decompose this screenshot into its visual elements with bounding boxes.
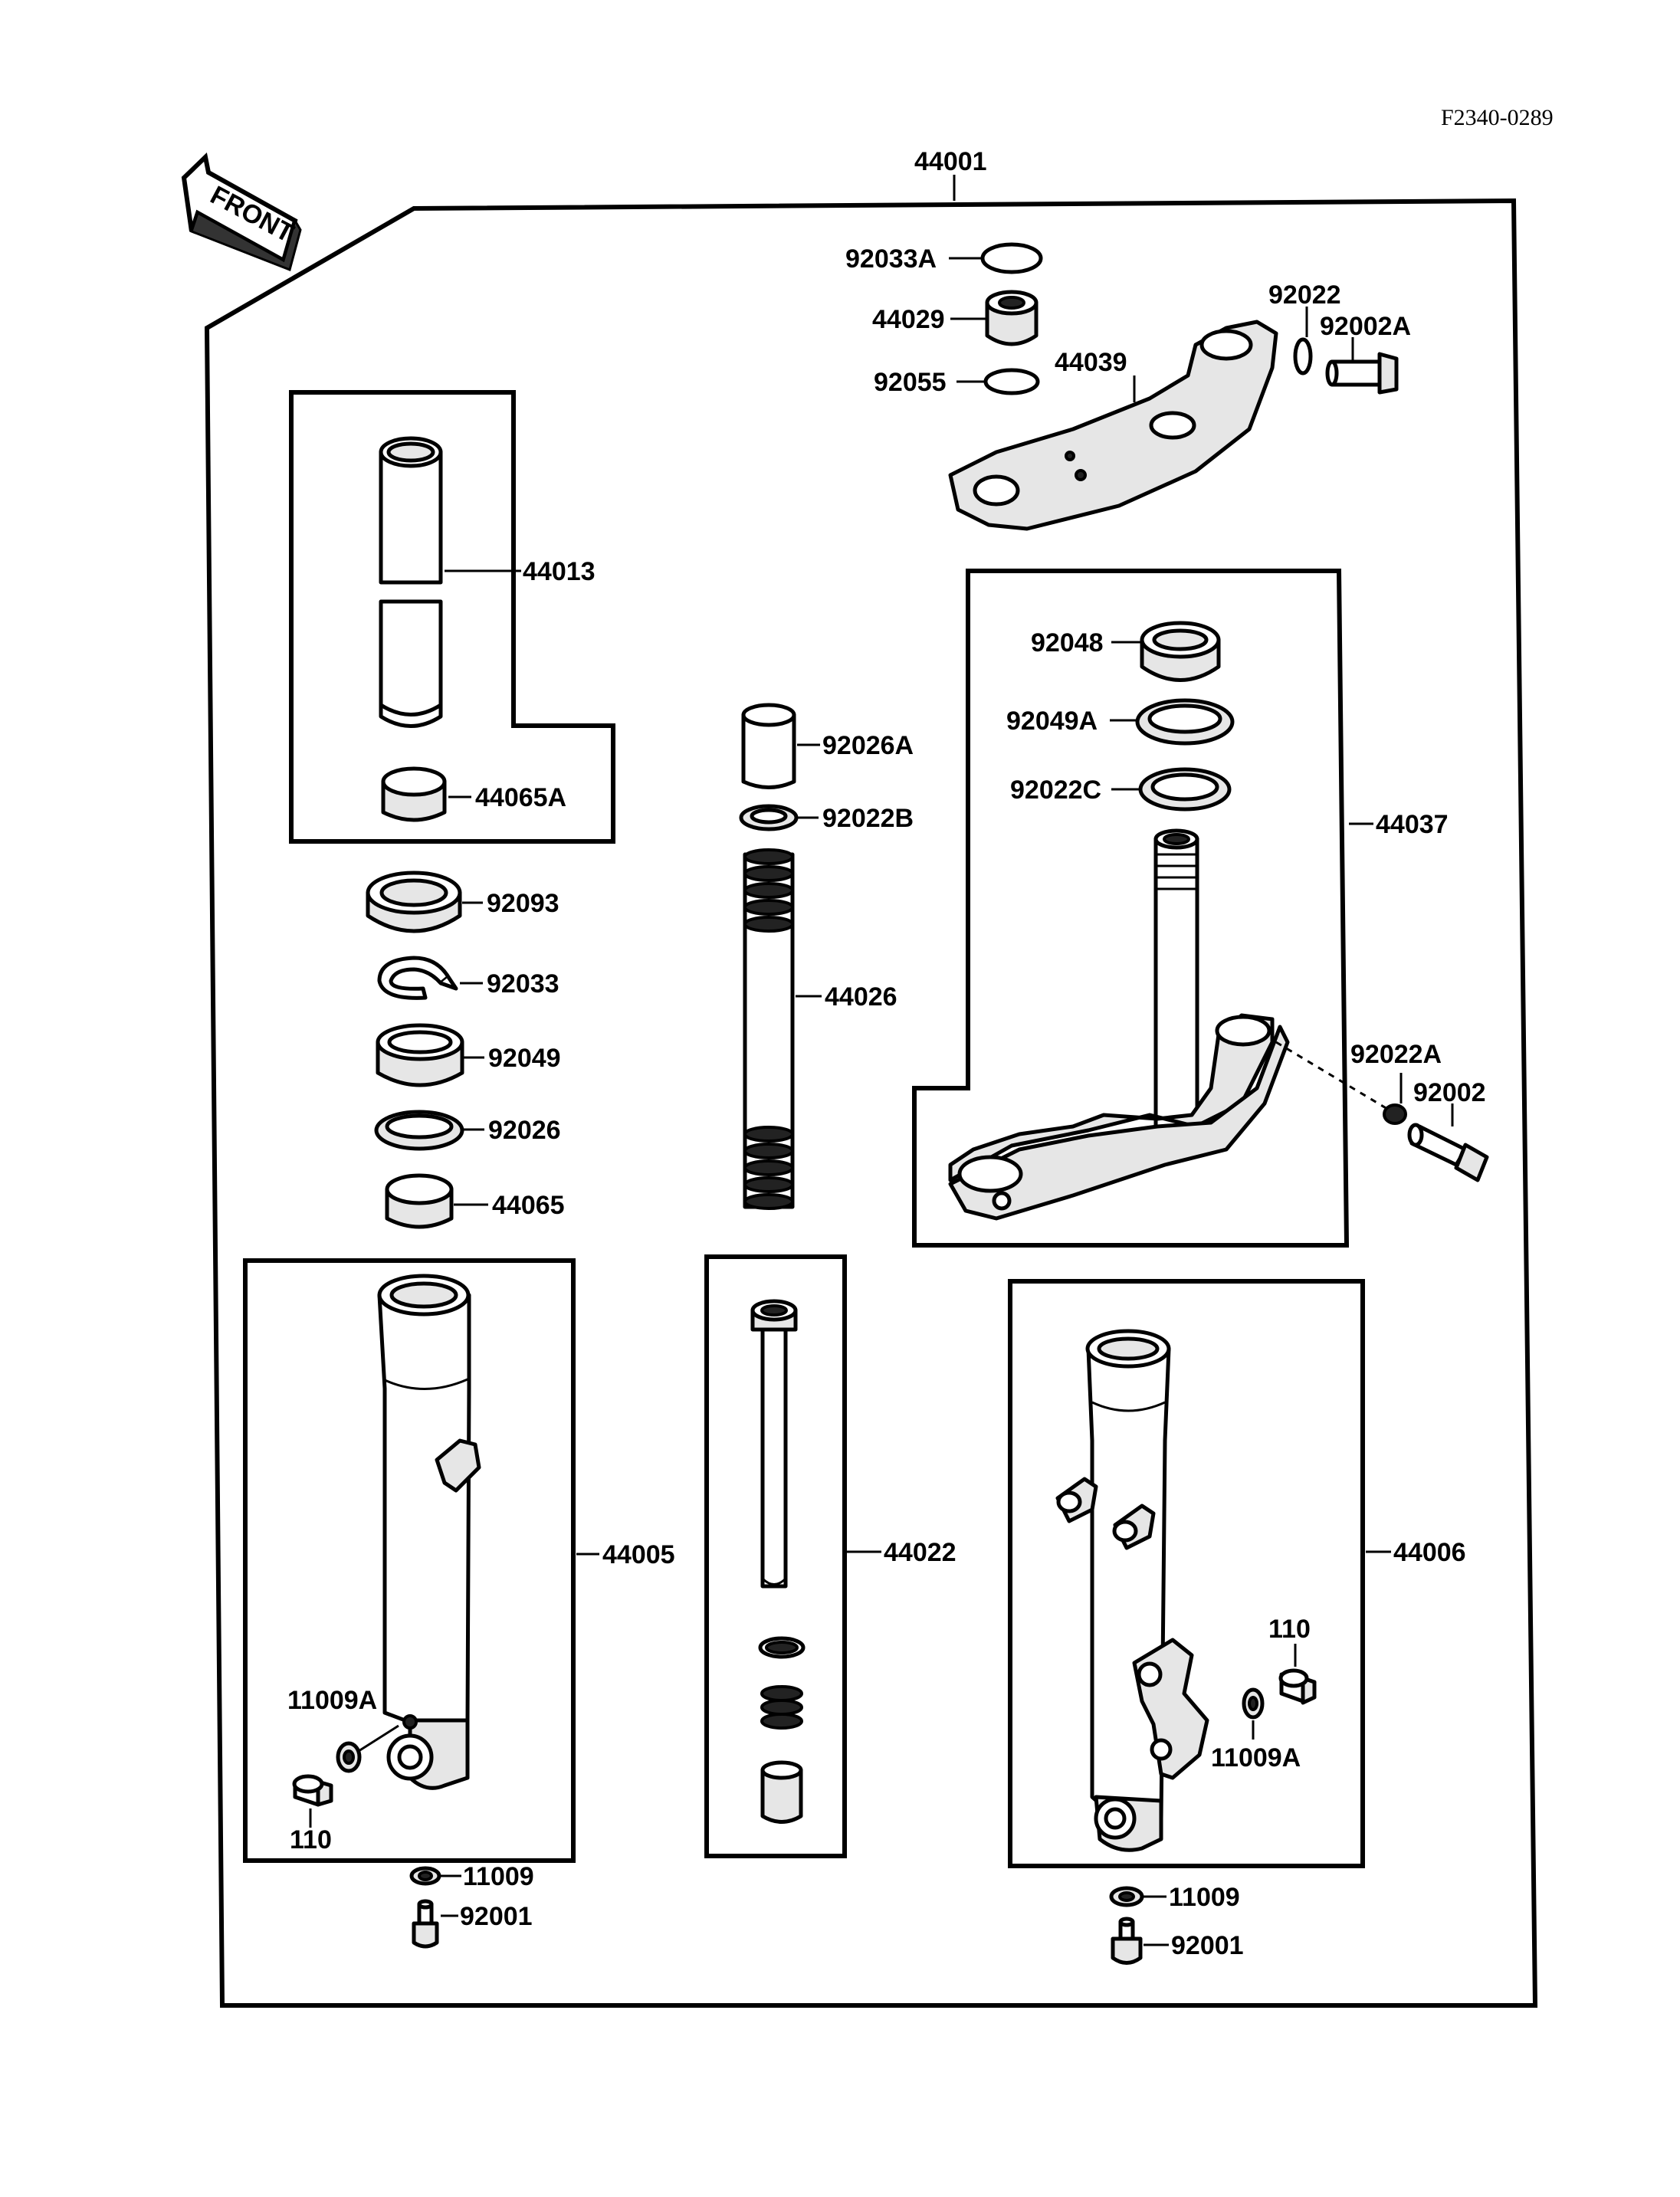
label-92022b: 92022B (822, 804, 914, 833)
dust-seal-92093 (366, 871, 462, 933)
seal-92049a (1135, 698, 1235, 746)
label-44029: 44029 (872, 305, 945, 334)
inner-tube-44013 (379, 436, 443, 728)
bolt-92002a (1325, 352, 1399, 395)
washer-92022b (739, 804, 799, 831)
label-110-left: 110 (290, 1825, 332, 1854)
label-44026: 44026 (825, 982, 897, 1012)
bolt-92001-left (412, 1899, 439, 1949)
washer-11009a-right (1242, 1687, 1265, 1720)
outer-frame-label-group: 44001 (914, 147, 987, 201)
oil-seal-92049 (376, 1023, 464, 1087)
damper-rod-44022 (750, 1299, 806, 1824)
outer-tube-44005 (377, 1274, 481, 1790)
cap-92048 (1140, 621, 1221, 682)
label-92026: 92026 (488, 1116, 561, 1145)
washer-92022c (1138, 767, 1232, 812)
label-44013: 44013 (523, 557, 596, 586)
outer-tube-44006 (1055, 1329, 1209, 1852)
label-92002a: 92002A (1320, 312, 1411, 341)
label-92049: 92049 (488, 1044, 561, 1073)
label-92001-left: 92001 (460, 1902, 533, 1931)
washer-11009-left (409, 1866, 441, 1886)
box-44037 (912, 569, 1350, 1248)
label-44065: 44065 (492, 1191, 565, 1220)
washer-11009-right (1109, 1886, 1144, 1907)
o-ring-92033a (980, 242, 1043, 274)
label-44001: 44001 (914, 147, 987, 176)
label-92049a: 92049A (1006, 707, 1098, 736)
diagram-code: F2340-0289 (1441, 105, 1554, 130)
label-92001-right: 92001 (1171, 1931, 1244, 1960)
washer-92022 (1293, 337, 1313, 375)
box-44005 (243, 1258, 576, 1863)
washer-92022a (1383, 1103, 1407, 1125)
label-11009-right: 11009 (1169, 1883, 1240, 1912)
label-92033: 92033 (487, 969, 559, 998)
label-92026a: 92026A (822, 731, 914, 760)
box-44013 (289, 390, 615, 844)
label-92022: 92022 (1268, 280, 1341, 310)
snap-ring-92033 (377, 956, 458, 1000)
label-92093: 92093 (487, 889, 559, 918)
label-110-right: 110 (1268, 1615, 1311, 1644)
label-92033a: 92033A (845, 244, 937, 274)
plug-110-right (1278, 1668, 1317, 1705)
label-44005: 44005 (602, 1540, 675, 1569)
spring-44026 (743, 848, 795, 1210)
bushing-44065 (385, 1173, 454, 1229)
bolt-92002 (1407, 1123, 1489, 1182)
label-11009a-right: 11009A (1211, 1743, 1301, 1772)
label-44065a: 44065A (475, 783, 566, 812)
cap-plug-44029 (985, 290, 1039, 346)
bolt-92001-right (1111, 1917, 1143, 1965)
label-44037: 44037 (1376, 810, 1449, 839)
box-44006 (1008, 1279, 1365, 1868)
label-92048: 92048 (1031, 628, 1104, 657)
outer-frame (204, 198, 1538, 2008)
upper-bracket-44039 (948, 320, 1278, 531)
bushing-44065a (381, 766, 447, 822)
label-92022a: 92022A (1350, 1040, 1442, 1069)
plug-110-left (292, 1774, 333, 1807)
label-92055: 92055 (874, 368, 947, 397)
label-92022c: 92022C (1010, 776, 1101, 805)
label-44039: 44039 (1055, 348, 1127, 377)
label-11009-left: 11009 (463, 1862, 534, 1891)
o-ring-92055 (983, 368, 1040, 395)
washer-11009a-left (336, 1741, 362, 1773)
label-44006: 44006 (1393, 1538, 1466, 1567)
box-44022 (704, 1254, 847, 1858)
front-arrow-icon: FRONT (181, 152, 302, 272)
washer-92026 (374, 1110, 464, 1151)
spacer-92026a (741, 703, 796, 789)
label-92002: 92002 (1413, 1078, 1486, 1107)
steering-stem-44037 (948, 828, 1290, 1221)
label-11009a-left: 11009A (287, 1686, 377, 1715)
label-44022: 44022 (884, 1538, 956, 1567)
